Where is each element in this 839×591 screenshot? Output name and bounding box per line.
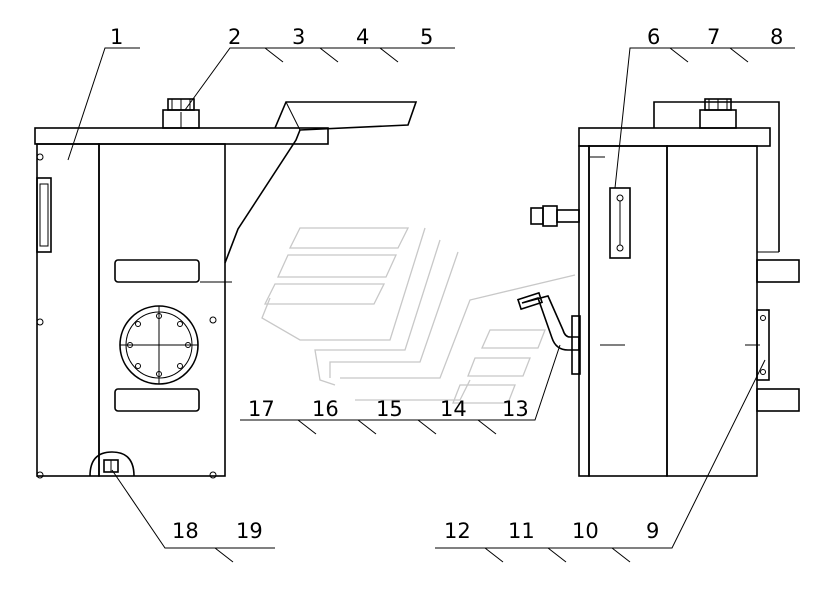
callout-14: 14 — [440, 397, 467, 421]
callout-5: 5 — [420, 25, 433, 49]
callout-4: 4 — [356, 25, 369, 49]
callout-12: 12 — [444, 519, 471, 543]
callout-17: 17 — [248, 397, 275, 421]
right-tank-view — [516, 98, 800, 477]
callout-7: 7 — [707, 25, 720, 49]
callout-9: 9 — [646, 519, 659, 543]
callout-1: 1 — [110, 25, 123, 49]
callout-11: 11 — [508, 519, 535, 543]
callout-16: 16 — [312, 397, 339, 421]
callout-6: 6 — [647, 25, 660, 49]
callout-18: 18 — [172, 519, 199, 543]
callout-19: 19 — [236, 519, 263, 543]
watermark-logo — [261, 227, 576, 404]
callout-8: 8 — [770, 25, 783, 49]
callout-3: 3 — [292, 25, 305, 49]
callout-10: 10 — [572, 519, 599, 543]
left-tank-view — [34, 98, 418, 479]
callout-labels: 1 2 3 4 5 6 7 8 9 10 11 12 13 14 15 16 1… — [110, 25, 783, 543]
callout-leaders — [67, 47, 795, 563]
callout-15: 15 — [376, 397, 403, 421]
callout-13: 13 — [502, 397, 529, 421]
callout-2: 2 — [228, 25, 241, 49]
